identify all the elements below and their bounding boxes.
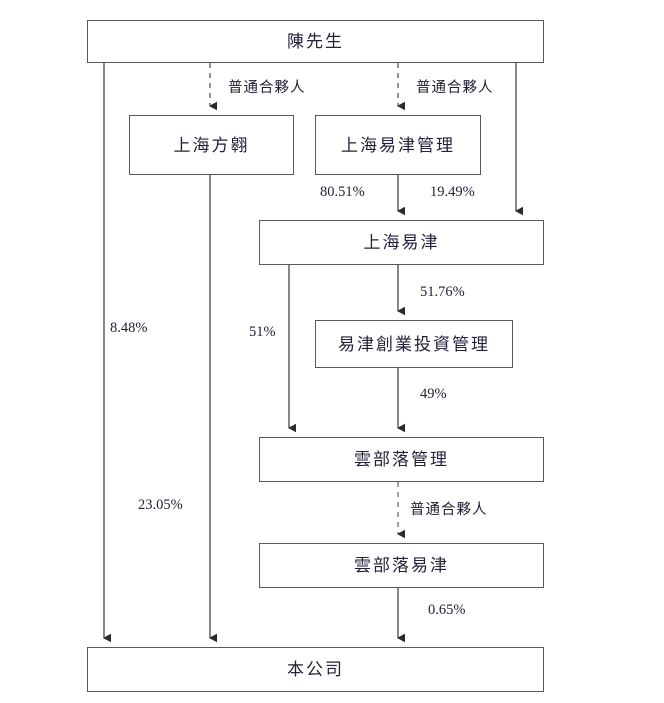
edge-label-chen-to-yijin-management: 普通合夥人 xyxy=(416,80,494,96)
node-label: 上海易津管理 xyxy=(341,135,455,155)
node-label: 上海方翱 xyxy=(173,135,250,155)
edge-label-yijin-to-yunbuluo-management: 51% xyxy=(249,324,276,340)
edge-label-yijin-management-to-yijin: 80.51% xyxy=(320,184,365,200)
node-label: 本公司 xyxy=(287,660,344,679)
edge-label-yijin-to-venture-management: 51.76% xyxy=(420,284,465,300)
node-yunbuluo-yijin[interactable]: 雲部落易津 xyxy=(259,543,544,588)
edge-label-venture-management-to-yunbuluo-management: 49% xyxy=(420,386,447,402)
node-label: 雲部落易津 xyxy=(354,556,449,575)
node-chen[interactable]: 陳先生 xyxy=(87,20,544,63)
node-yunbuluo-management[interactable]: 雲部落管理 xyxy=(259,437,544,482)
edge-label-yunbuluo-yijin-to-company: 0.65% xyxy=(428,602,466,618)
node-shanghai-fangao[interactable]: 上海方翱 xyxy=(129,115,294,175)
node-shanghai-yijin[interactable]: 上海易津 xyxy=(259,220,544,265)
edge-label-chen-to-fangao: 普通合夥人 xyxy=(228,80,306,96)
node-the-company[interactable]: 本公司 xyxy=(87,647,544,692)
node-yijin-venture-investment-management[interactable]: 易津創業投資管理 xyxy=(315,320,513,368)
node-label: 上海易津 xyxy=(363,233,440,252)
node-label: 陳先生 xyxy=(287,32,344,51)
edge-label-yunbuluo-management-to-yunbuluo-yijin: 普通合夥人 xyxy=(410,502,488,518)
edge-label-chen-to-yijin: 19.49% xyxy=(430,184,475,200)
node-label: 雲部落管理 xyxy=(354,450,449,469)
edge-label-chen-to-company: 8.48% xyxy=(110,320,148,336)
edge-label-fangao-to-company: 23.05% xyxy=(138,497,183,513)
node-shanghai-yijin-management[interactable]: 上海易津管理 xyxy=(315,115,481,175)
node-label: 易津創業投資管理 xyxy=(338,334,490,354)
